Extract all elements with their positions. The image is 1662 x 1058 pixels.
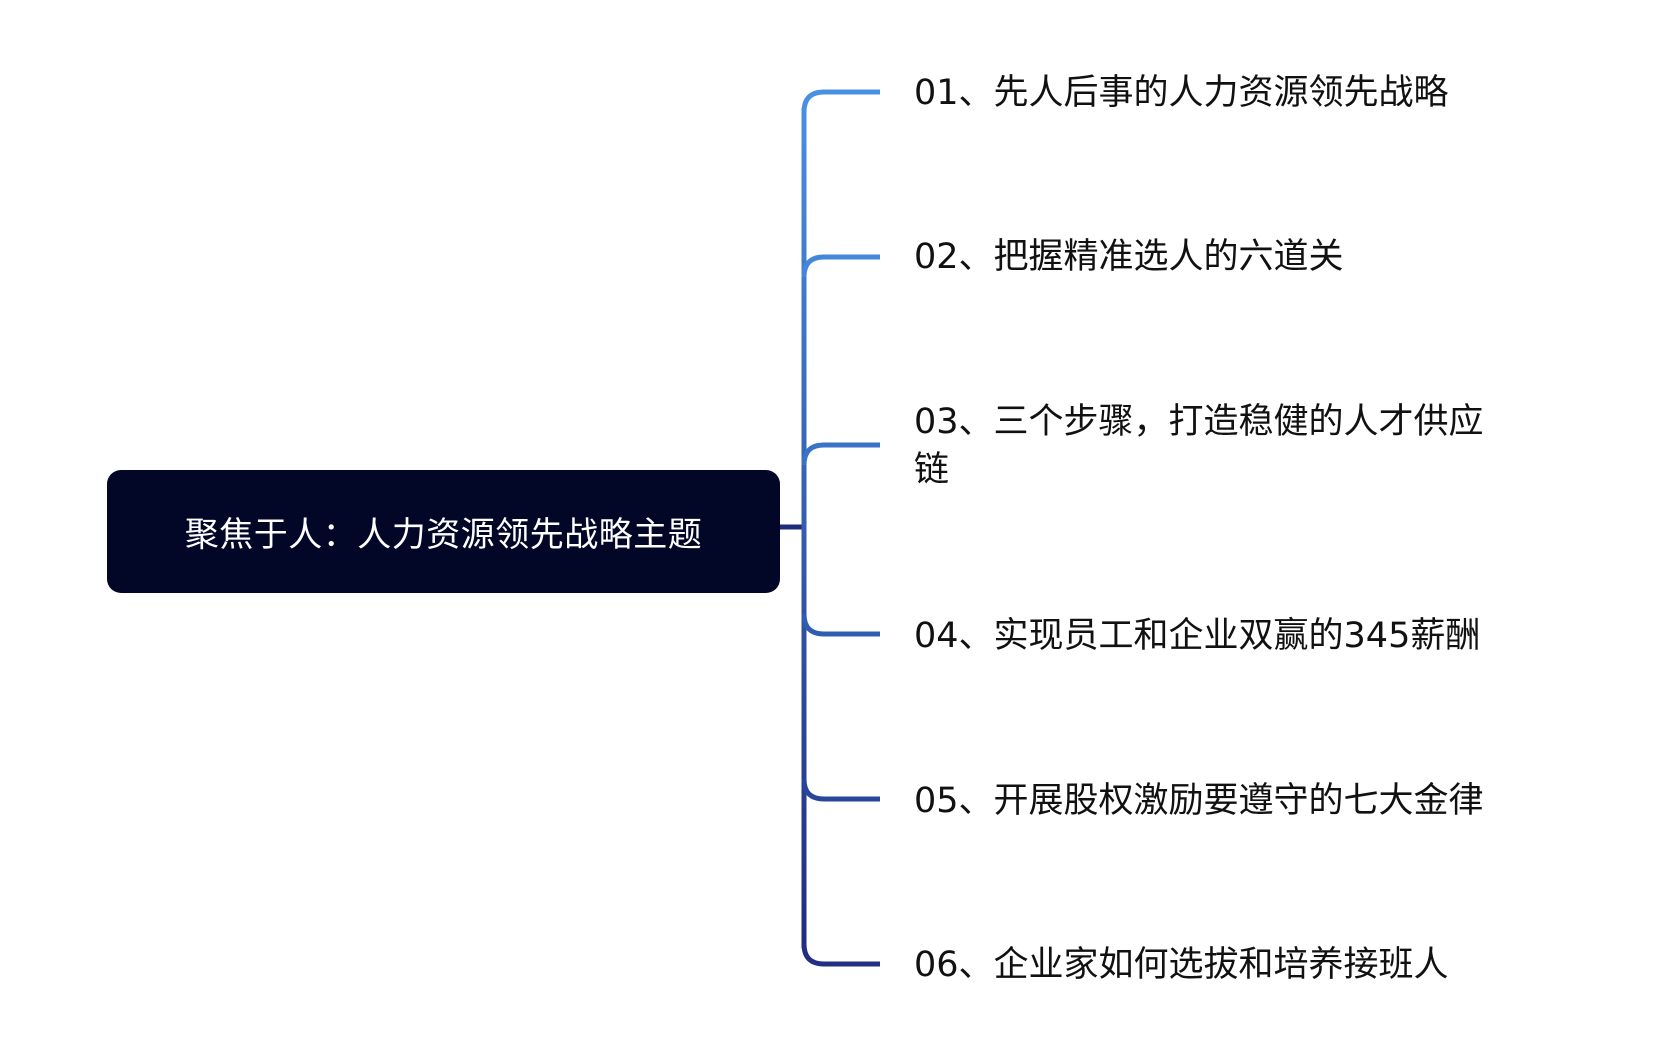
root-node[interactable]: 聚焦于人：人力资源领先战略主题 [107,470,780,593]
branch-connector-3 [801,442,880,466]
branch-node-2[interactable]: 02、把握精准选人的六道关 [914,237,1344,277]
branch-node-1[interactable]: 01、先人后事的人力资源领先战略 [914,73,1449,113]
branch-node-5[interactable]: 05、开展股权激励要遵守的七大金律 [914,781,1484,821]
branch-node-6[interactable]: 06、企业家如何选拔和培养接班人 [914,945,1449,985]
branch-connector-2 [801,254,880,278]
branch-connector-1 [801,89,880,113]
root-label: 聚焦于人：人力资源领先战略主题 [184,515,703,555]
branch-connector-5 [801,778,880,802]
branch-node-3[interactable]: 03、三个步骤，打造稳健的人才供应链 [914,402,1484,490]
branch-connector-6 [801,943,880,967]
branch-connector-4 [801,613,880,637]
branch-node-4[interactable]: 04、实现员工和企业双赢的345薪酬 [914,616,1481,656]
